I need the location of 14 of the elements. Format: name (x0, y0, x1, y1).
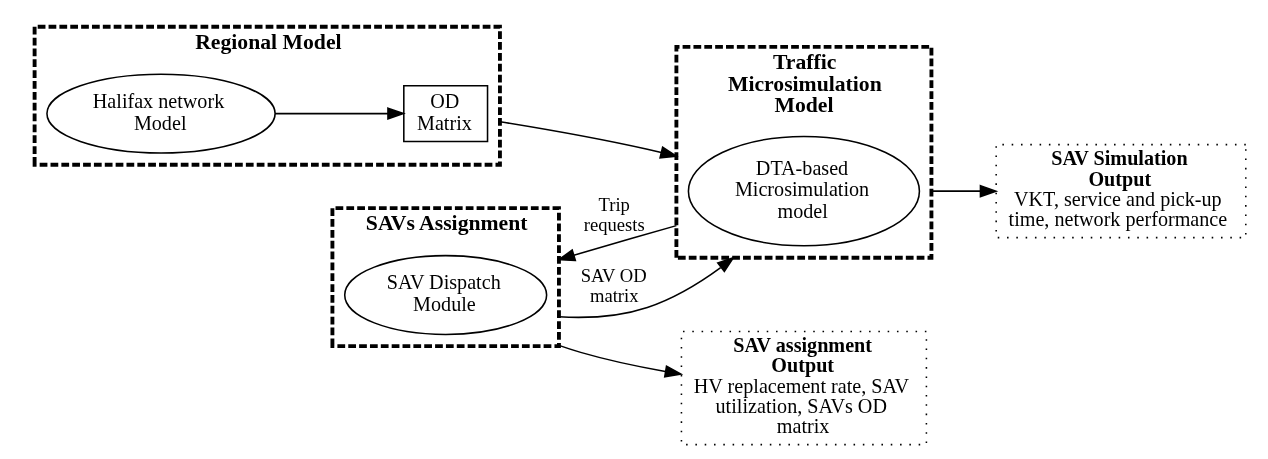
node-box: SAV Simulation Output VKT, service and pick-up time, network performance (995, 143, 1247, 239)
edge-label: SAV OD matrix (580, 264, 647, 307)
edge-label: Trip requests (583, 193, 645, 235)
arrow (556, 224, 678, 262)
node-box: SAV assignment Output HV replacement rate, SAV utilization, SAVs OD matrix (680, 330, 928, 446)
arrow (558, 344, 684, 378)
arrow (558, 256, 736, 319)
arrow (930, 184, 999, 198)
node-ellipse: SAV Dispatch Module (343, 254, 548, 336)
arrow (274, 107, 406, 121)
arrow (499, 120, 679, 159)
node-ellipse: Halifax network Model (46, 73, 276, 154)
node-box: OD Matrix (403, 84, 489, 143)
node-ellipse: DTA-based Microsimulation model (687, 135, 921, 247)
